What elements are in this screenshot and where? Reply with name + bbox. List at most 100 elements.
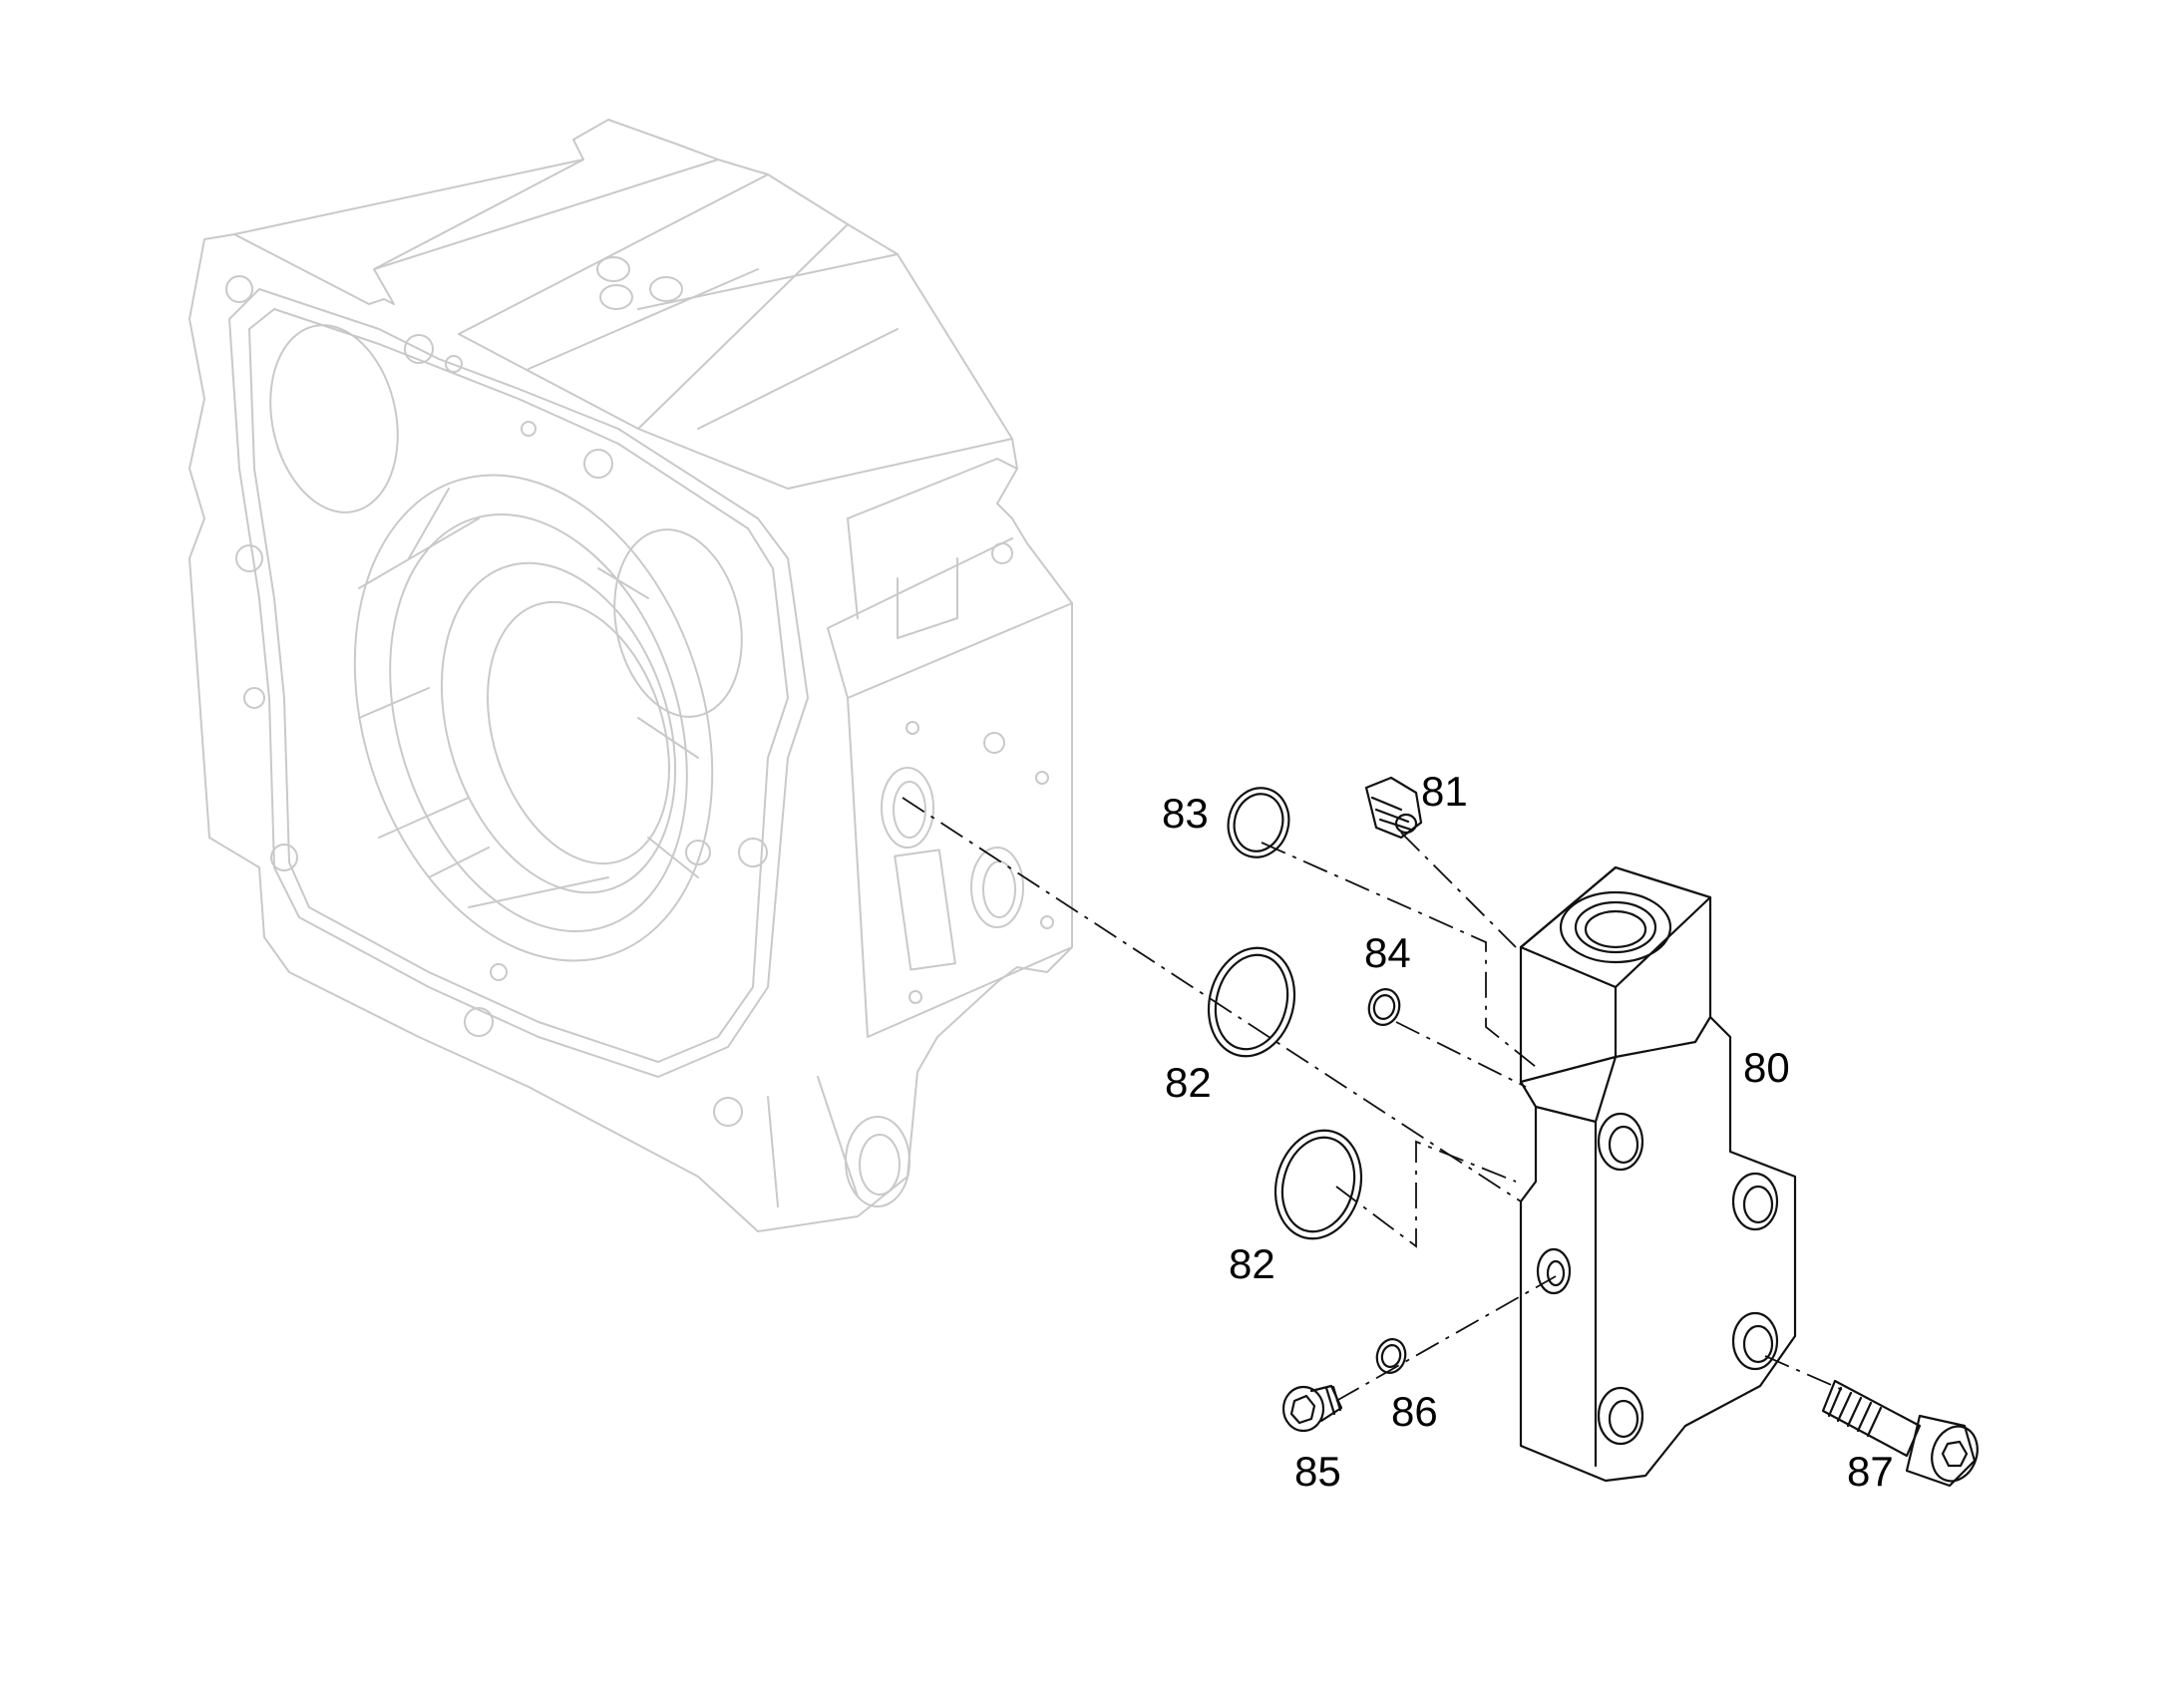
flange-hole-11 [685, 840, 711, 865]
flange-hole-10 [464, 1007, 494, 1037]
bearing-ring-2 [408, 488, 699, 878]
axis-87 [1764, 1355, 1846, 1392]
valve-block-hole-1-in [1608, 1125, 1639, 1165]
lower-boss-in [859, 1134, 901, 1196]
axis-84 [1395, 1021, 1527, 1088]
assembly-lines [902, 797, 1846, 1402]
mount-hole-3 [906, 721, 919, 735]
top-hole-2 [599, 284, 633, 310]
valve-block-hole-4-in [1608, 1399, 1639, 1439]
mount-port-upper-in [893, 781, 926, 839]
plug-81 [1364, 776, 1423, 840]
valve-block-body [1519, 865, 1797, 1483]
o-ring-82-upper-inner [1214, 953, 1289, 1051]
o-ring-86-inner [1380, 1344, 1402, 1368]
screw-87-shank [1821, 1379, 1922, 1458]
o-ring-82-upper [1207, 946, 1296, 1058]
flange-hole-9 [490, 963, 508, 981]
top-hole-3 [649, 276, 683, 302]
mount-hole-2 [1035, 771, 1049, 785]
flange-hole-5 [404, 334, 434, 364]
valve-block-side-port-in [1546, 1259, 1566, 1287]
valve-block-side-port [1536, 1247, 1572, 1295]
valve-block-80 [1519, 865, 1797, 1483]
callout-80: 80 [1743, 1044, 1790, 1091]
flange-hole-8 [583, 449, 613, 479]
housing-outline [188, 119, 1073, 1232]
tower-hole [991, 542, 1013, 564]
screw-87-socket [1941, 1440, 1969, 1468]
top-face-edge [233, 159, 584, 235]
top-hole-1 [596, 256, 630, 282]
screw-87-head-face [1931, 1425, 1979, 1483]
main-bore-core [487, 600, 670, 865]
axis-82-upper [902, 797, 1522, 1202]
plug-85-hex [1289, 1394, 1316, 1425]
valve-block-hole-3-in [1742, 1324, 1774, 1364]
screw-87-head [1905, 1414, 1977, 1488]
valve-block-top-bore-thread [1584, 909, 1647, 949]
screw-87-thread [1827, 1386, 1883, 1438]
cap-screw-87 [1821, 1379, 1979, 1488]
o-ring-83 [1227, 787, 1290, 858]
mount-port-upper [881, 767, 934, 849]
callout-81: 81 [1421, 768, 1468, 815]
plug-81-body [1364, 776, 1423, 840]
axis-81 [1400, 832, 1517, 948]
flange-hole-7 [521, 421, 537, 437]
top-face-ridge [373, 159, 899, 335]
mount-slot [894, 849, 956, 971]
valve-block-top-square [1519, 865, 1712, 989]
top-face-step2 [637, 428, 1013, 490]
flange-hole-12 [713, 1097, 743, 1127]
callout-87: 87 [1847, 1448, 1894, 1495]
flange-hole-6 [445, 355, 463, 373]
o-ring-84-outer [1367, 988, 1401, 1026]
plug-85 [1281, 1384, 1343, 1433]
flange-hole-13 [738, 838, 768, 867]
axis-85-86 [1335, 1275, 1557, 1402]
valve-block-hole-2-in [1742, 1185, 1774, 1224]
plug-85-thread [1324, 1385, 1342, 1416]
main-bore-mid [389, 512, 688, 933]
valve-block-hole-4 [1597, 1386, 1644, 1446]
bearing-ring-1 [358, 517, 699, 908]
flange-hole-2 [235, 544, 263, 572]
callout-82-upper: 82 [1165, 1059, 1212, 1106]
mount-port-lower-in [982, 860, 1016, 918]
valve-block-hole-2 [1731, 1172, 1779, 1231]
o-ring-86-outer [1375, 1338, 1407, 1374]
callout-86: 86 [1391, 1388, 1438, 1435]
flange-hole-4 [270, 844, 298, 871]
right-tower [847, 458, 1018, 639]
mount-hole-4 [1040, 915, 1054, 929]
valve-block-side-edge [1534, 1055, 1618, 1468]
lower-foot [767, 1076, 859, 1207]
mount-hole-5 [908, 990, 922, 1004]
callout-83: 83 [1162, 790, 1209, 837]
top-face-line [528, 268, 899, 430]
mount-face-step [827, 537, 1013, 699]
plug-85-head [1281, 1385, 1325, 1433]
mount-port-lower [970, 847, 1024, 928]
o-ring-82-lower-inner [1280, 1136, 1356, 1233]
o-ring-86 [1375, 1338, 1407, 1374]
callout-labels: 80 81 83 84 82 82 85 86 87 [1162, 768, 1894, 1495]
flange-hole-3 [243, 687, 265, 709]
mount-hole-1 [983, 732, 1005, 754]
o-ring-84-inner [1372, 994, 1396, 1020]
o-ring-83-inner [1233, 793, 1284, 853]
front-face-border [228, 288, 809, 1078]
o-ring-84 [1367, 988, 1401, 1026]
axis-82-lower [1335, 1140, 1517, 1248]
gear-housing [188, 119, 1073, 1232]
callout-82-lower: 82 [1229, 1240, 1275, 1287]
callout-84: 84 [1364, 929, 1411, 976]
plug-81-end [1394, 813, 1418, 835]
valve-block-top-bore-outer [1559, 890, 1672, 964]
valve-block-hole-1 [1597, 1112, 1644, 1172]
valve-block-hole-3 [1731, 1311, 1779, 1371]
o-ring-82-lower-outer [1273, 1129, 1363, 1240]
flange-hole-1 [225, 275, 253, 303]
